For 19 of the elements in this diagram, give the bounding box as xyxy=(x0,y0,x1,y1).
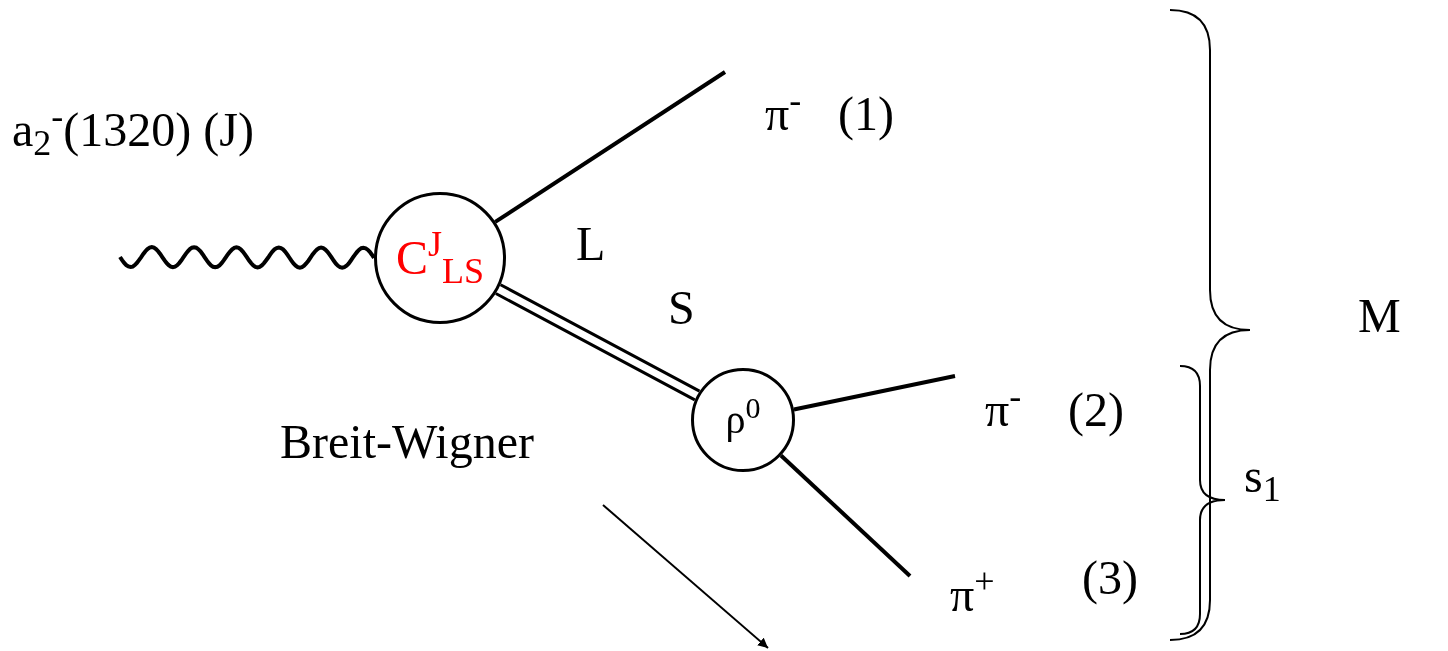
arrow xyxy=(602,504,769,649)
mass-label: s$_{1}$ xyxy=(1244,448,1281,506)
double-line xyxy=(494,283,701,402)
index-label: (1) xyxy=(838,86,894,143)
index-label: (3) xyxy=(1082,550,1138,607)
quantum-number-label: S xyxy=(668,280,695,336)
particle-line xyxy=(494,70,727,224)
wavy-line xyxy=(118,245,376,270)
quantum-number-label: L xyxy=(576,216,606,272)
particle-label: a$_{2}$$^{-}$(1320) (J) xyxy=(12,100,254,160)
symbol-text: ρ$^{0}$ xyxy=(725,400,761,440)
particle-label: π$^{-}$ xyxy=(985,380,1022,438)
particle-line xyxy=(779,454,912,578)
particle-line xyxy=(793,374,956,412)
particle-label: π$^{+}$ xyxy=(950,565,995,623)
index-label: (2) xyxy=(1068,382,1124,439)
particle-label: π$^{-}$ xyxy=(765,84,802,142)
model-label: Breit-Wigner xyxy=(280,414,534,470)
mass-label: M xyxy=(1358,288,1401,344)
